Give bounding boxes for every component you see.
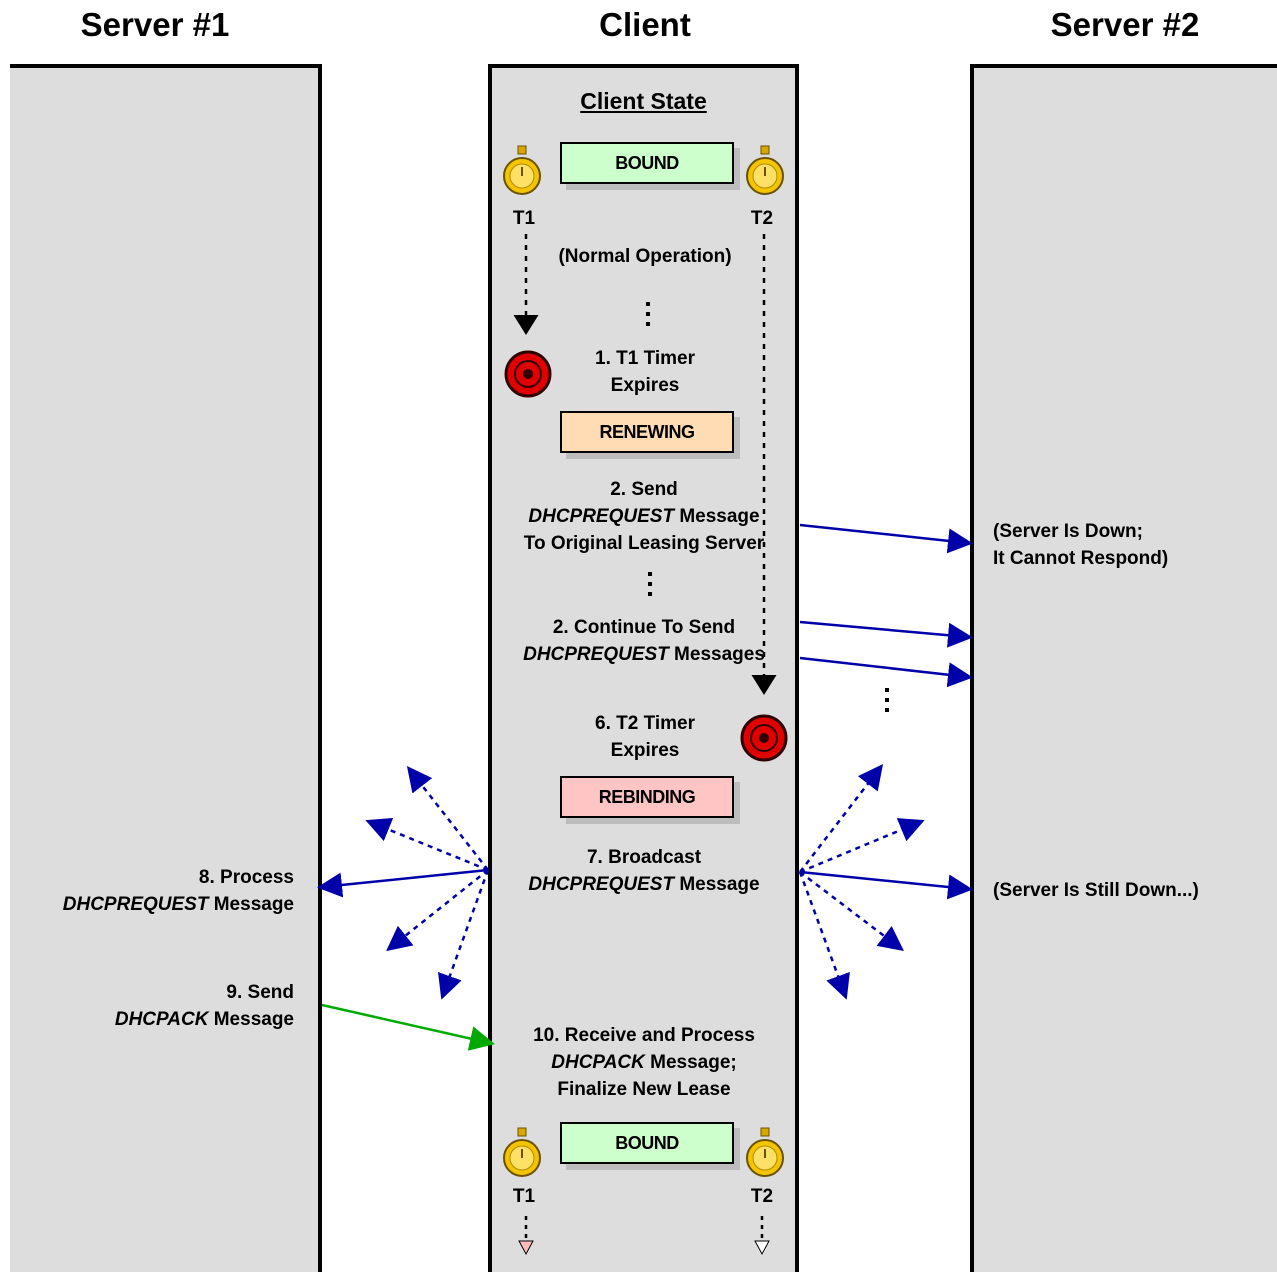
client-header: Client [599,6,691,43]
server2-down-text: (Server Is Down; It Cannot Respond) [993,521,1169,569]
expired-timer-icon [740,714,788,762]
state-rebinding: REBINDING [560,776,734,818]
stopwatch-icon [746,145,784,195]
server2-still-down-text: (Server Is Still Down...) [993,880,1199,901]
t2-continuation-arrow [754,1240,770,1256]
request-arrow-3 [799,656,973,688]
server1-header: Server #1 [80,6,230,43]
client-column [490,64,797,1272]
stopwatch-icon [746,1127,784,1177]
stopwatch-icon [503,145,541,195]
state-bound-bottom: BOUND [560,1122,734,1164]
broadcast-arrow-server2 [799,870,973,900]
dhcpack-arrow [321,1003,495,1051]
t2-label-top: T2 [750,208,774,229]
step7-text: 7. Broadcast DHCPREQUEST Message [528,847,760,895]
client-state-title: Client State [580,88,707,114]
server2-column [972,64,1277,1272]
column-borders [10,64,1277,1272]
broadcast-arrow-server1 [317,868,489,898]
broadcast-dotted-right [798,764,925,1000]
state-bound-top: BOUND [560,142,734,184]
t1-label-top: T1 [512,208,536,229]
server1-column [10,64,320,1272]
t2-label-bottom: T2 [750,1186,774,1207]
expired-timer-icon [504,350,552,398]
ellipsis-marks [646,302,889,712]
step6-text: 6. T2 Timer Expires [595,713,695,761]
server2-header: Server #2 [1050,6,1200,43]
request-arrow-1 [799,523,973,554]
stopwatch-icon [503,1127,541,1177]
step10-text: 10. Receive and Process DHCPACK Message;… [533,1025,755,1100]
step9-text: 9. Send DHCPACK Message [114,982,294,1030]
step2-text: 2. Send DHCPREQUEST Message To Original … [523,479,765,554]
state-renewing: RENEWING [560,411,734,453]
t1-label-bottom: T1 [512,1186,536,1207]
normal-operation: (Normal Operation) [558,246,732,267]
step1-text: 1. T1 Timer Expires [595,348,695,396]
request-arrow-2 [799,620,973,648]
step2b-text: 2. Continue To Send DHCPREQUEST Messages [523,617,765,665]
broadcast-dotted-left [365,766,490,1000]
step8-text: 8. Process DHCPREQUEST Message [62,867,294,915]
t1-continuation-arrow [518,1240,534,1256]
